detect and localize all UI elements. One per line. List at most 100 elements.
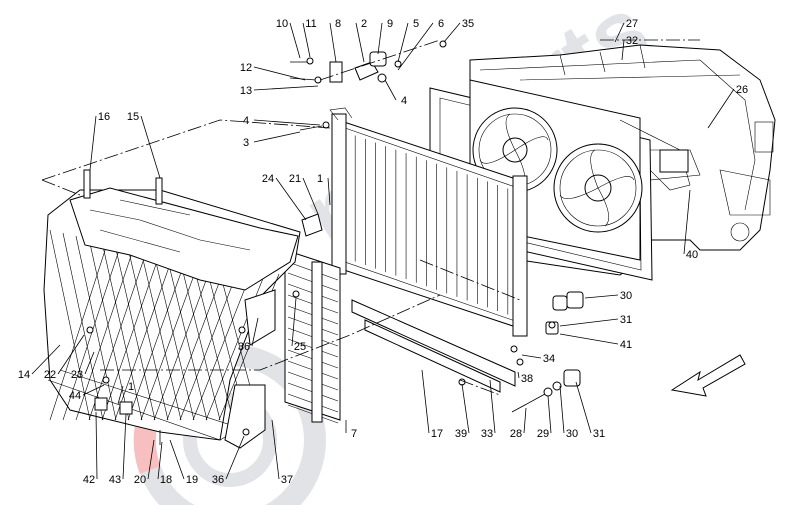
leader-line bbox=[302, 177, 319, 215]
callout-label: 3 bbox=[243, 137, 249, 149]
leader-line bbox=[302, 22, 311, 58]
callout-label: 36 bbox=[212, 474, 224, 486]
leader-line bbox=[147, 439, 155, 480]
callout-label: 23 bbox=[71, 369, 83, 381]
callout-label: 36 bbox=[238, 341, 250, 353]
leader-line bbox=[517, 371, 520, 379]
callout-label: 38 bbox=[521, 373, 533, 385]
callout-label: 33 bbox=[481, 428, 493, 440]
lower-air-guides bbox=[224, 289, 516, 449]
callout-label: 31 bbox=[593, 428, 605, 440]
leader-line bbox=[84, 351, 95, 375]
callout-label: 21 bbox=[289, 173, 301, 185]
leader-line bbox=[489, 379, 496, 434]
callout-label: 1 bbox=[128, 381, 134, 393]
leader-lines bbox=[31, 22, 735, 480]
leader-line bbox=[291, 297, 297, 347]
leader-line bbox=[421, 369, 430, 434]
callout-label: 30 bbox=[620, 290, 632, 302]
callout-label: 29 bbox=[537, 428, 549, 440]
callout-label: 35 bbox=[462, 18, 474, 30]
leader-line bbox=[157, 441, 163, 480]
callout-label: 12 bbox=[240, 62, 252, 74]
callout-label: 31 bbox=[620, 314, 632, 326]
callout-label: 11 bbox=[305, 18, 316, 30]
callout-label: 41 bbox=[620, 339, 632, 351]
callout-label: 2 bbox=[361, 18, 367, 30]
leader-line bbox=[140, 115, 161, 179]
leader-line bbox=[275, 177, 307, 221]
callout-label: 43 bbox=[109, 474, 121, 486]
leader-line bbox=[614, 22, 625, 43]
callout-label: 37 bbox=[281, 474, 293, 486]
callout-label: 5 bbox=[413, 18, 419, 30]
assembly-guide-lines bbox=[41, 39, 700, 400]
callout-label: 8 bbox=[335, 18, 341, 30]
ac-condenser bbox=[284, 249, 341, 424]
callout-label: 17 bbox=[431, 428, 443, 440]
fan-shroud bbox=[429, 79, 691, 281]
callout-label: 26 bbox=[736, 84, 748, 96]
leader-line bbox=[31, 344, 61, 375]
callout-label: 22 bbox=[44, 369, 56, 381]
leader-line bbox=[169, 439, 185, 480]
leader-line bbox=[575, 381, 592, 434]
callout-label: 10 bbox=[276, 18, 288, 30]
callout-label: 39 bbox=[455, 428, 467, 440]
callout-label: 19 bbox=[186, 474, 198, 486]
callout-label: 16 bbox=[98, 111, 110, 123]
callout-label: 6 bbox=[438, 18, 444, 30]
leader-line bbox=[251, 317, 259, 347]
leader-line bbox=[584, 294, 619, 299]
callout-label: 27 bbox=[626, 18, 638, 30]
leader-line bbox=[377, 22, 383, 55]
leader-line bbox=[559, 318, 619, 327]
callout-label: 4 bbox=[401, 95, 407, 107]
leader-line bbox=[253, 66, 306, 81]
leader-line bbox=[547, 395, 552, 434]
leader-line bbox=[253, 131, 301, 143]
callout-label: 34 bbox=[543, 353, 555, 365]
leader-line bbox=[707, 88, 735, 129]
callout-label: 32 bbox=[626, 35, 638, 47]
callout-label: 42 bbox=[83, 474, 95, 486]
leader-line bbox=[95, 411, 98, 480]
callout-label: 1 bbox=[317, 173, 323, 185]
callout-label: 14 bbox=[18, 369, 30, 381]
leader-line bbox=[683, 189, 691, 255]
callout-label: 44 bbox=[69, 390, 81, 402]
leader-line bbox=[621, 39, 625, 61]
leader-line bbox=[253, 85, 319, 91]
callout-label: 9 bbox=[387, 18, 393, 30]
leader-line bbox=[289, 22, 301, 59]
leader-line bbox=[253, 119, 321, 126]
callout-label: 30 bbox=[566, 428, 578, 440]
leader-line bbox=[271, 419, 280, 480]
callout-label: 18 bbox=[160, 474, 172, 486]
leader-line bbox=[521, 354, 542, 359]
callout-label: 25 bbox=[294, 341, 306, 353]
cooling-fan-right bbox=[553, 143, 643, 233]
leader-line bbox=[89, 115, 97, 171]
leader-line bbox=[384, 79, 397, 101]
callout-label: 24 bbox=[262, 173, 274, 185]
callout-label: 28 bbox=[510, 428, 522, 440]
callout-label: 20 bbox=[134, 474, 146, 486]
front-direction-arrow-icon bbox=[670, 354, 746, 397]
leader-line bbox=[329, 22, 337, 63]
leader-line bbox=[327, 177, 331, 206]
callout-label: 15 bbox=[127, 111, 139, 123]
leader-line bbox=[57, 334, 85, 375]
callout-label: 13 bbox=[240, 85, 252, 97]
leader-line bbox=[443, 22, 461, 43]
leader-line bbox=[397, 22, 434, 71]
leader-line bbox=[117, 385, 124, 405]
leader-line bbox=[523, 407, 527, 434]
leader-line bbox=[397, 22, 409, 63]
leader-line bbox=[355, 22, 365, 63]
leader-line bbox=[82, 384, 105, 396]
leader-line bbox=[225, 435, 245, 480]
